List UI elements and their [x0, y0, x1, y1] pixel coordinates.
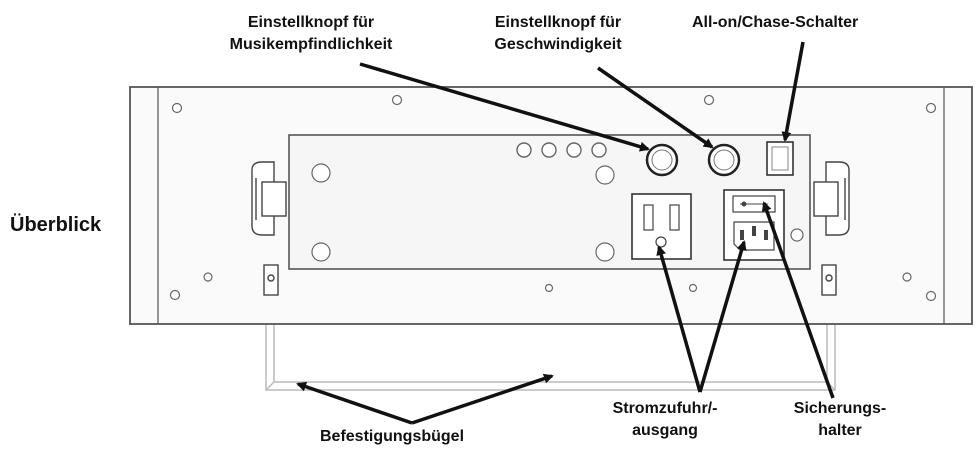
screw-icon	[688, 283, 698, 293]
arrow-speed	[597, 66, 714, 149]
speed-knob-label-line1: Einstellknopf für	[494, 14, 622, 31]
sensitivity-knob-label-line2: Musikempfindlichkeit	[229, 36, 393, 53]
screw-icon	[203, 272, 213, 282]
mode-switch	[766, 141, 794, 176]
screw-icon	[902, 272, 912, 282]
indicator-led-icon	[541, 142, 557, 158]
right-bracket-knob	[813, 161, 850, 296]
screw-icon	[171, 102, 183, 114]
speed-knob-label: Einstellknopf für Geschwindigkeit	[468, 12, 648, 56]
speed-knob	[707, 143, 741, 177]
indicator-led-icon	[516, 142, 532, 158]
sensitivity-knob-label-line1: Einstellknopf für	[247, 14, 375, 31]
fuse-holder-label-line1: Sicherungs-	[793, 400, 887, 417]
indicator-rings	[516, 142, 607, 158]
panel-hole-icon	[595, 242, 615, 262]
screw-icon	[169, 289, 181, 301]
power-outlet	[631, 193, 692, 260]
panel-hole-icon	[595, 165, 615, 185]
arrow-fuse-holder	[761, 201, 835, 399]
indicator-led-icon	[566, 142, 582, 158]
sensitivity-knob	[645, 143, 679, 177]
mounting-bracket-label: Befestigungsbügel	[320, 428, 465, 445]
callout-arrows	[296, 41, 835, 425]
arrow-bracket-left	[296, 381, 413, 425]
arrow-bracket-right	[411, 373, 554, 425]
fuse-holder-label: Sicherungs- halter	[780, 398, 900, 442]
panel-hole-icon	[311, 163, 331, 183]
screw-icon	[925, 290, 937, 302]
screw-icon	[925, 102, 937, 114]
screw-icon	[391, 94, 403, 106]
power-io-label-line1: Stromzufuhr/-	[612, 400, 718, 417]
ground-screw-icon	[790, 228, 804, 242]
sensitivity-knob-label: Einstellknopf für Musikempfindlichkeit	[196, 12, 426, 56]
overview-label: Überblick	[10, 214, 102, 236]
speed-knob-label-line2: Geschwindigkeit	[494, 36, 622, 53]
indicator-led-icon	[591, 142, 607, 158]
arrow-sensitivity	[359, 62, 650, 152]
mode-switch-label: All-on/Chase-Schalter	[692, 14, 859, 31]
left-bracket-knob	[251, 161, 287, 296]
screw-icon	[703, 94, 715, 106]
fuse-holder-label-line2: halter	[818, 422, 862, 439]
panel-hole-icon	[311, 242, 331, 262]
housing-screws	[169, 94, 937, 302]
power-io-label: Stromzufuhr/- ausgang	[590, 398, 740, 442]
screw-icon	[544, 283, 554, 293]
power-io-label-line2: ausgang	[632, 422, 698, 439]
arrow-switch	[781, 41, 805, 142]
arrow-power-inlet	[698, 240, 747, 393]
arrow-power-outlet	[656, 245, 702, 393]
